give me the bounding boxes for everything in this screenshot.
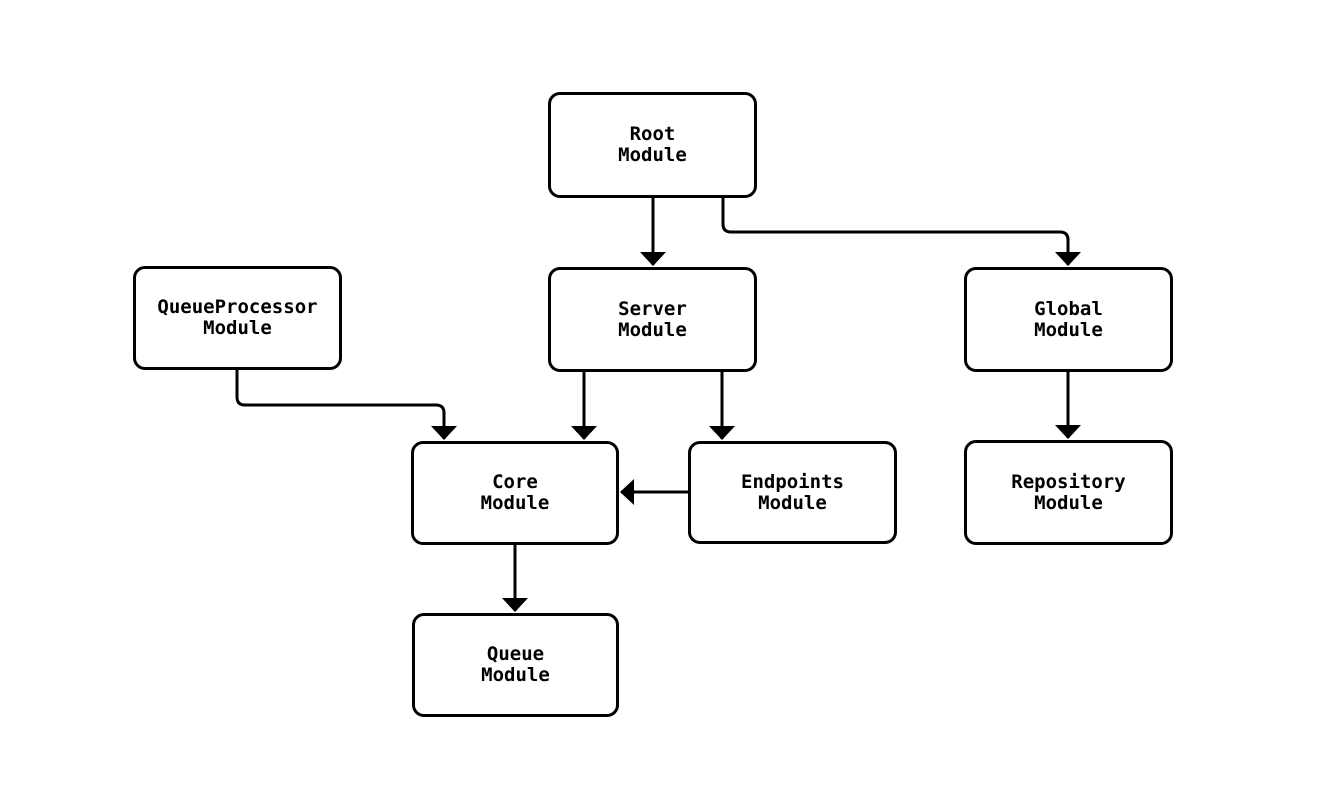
node-label: Module (481, 664, 550, 686)
node-label: Server (618, 297, 687, 320)
node-label: Module (480, 492, 550, 514)
node-root-module: Root Module (548, 92, 757, 198)
node-label: Root (629, 123, 676, 145)
node-label: Module (618, 318, 687, 341)
node-queueprocessor-module: QueueProcessor Module (133, 266, 342, 370)
node-label: Repository (1011, 470, 1126, 493)
node-label: QueueProcessor (157, 296, 318, 318)
node-server-module: Server Module (548, 267, 757, 372)
node-label: Module (203, 317, 272, 339)
node-repository-module: Repository Module (964, 440, 1173, 545)
node-endpoints-module: Endpoints Module (688, 441, 897, 544)
node-label: Module (1034, 491, 1103, 514)
node-label: Module (758, 491, 827, 514)
node-label: Queue (486, 643, 545, 665)
node-label: Module (1034, 318, 1103, 341)
node-queue-module: Queue Module (412, 613, 619, 717)
node-label: Module (618, 144, 687, 166)
node-label: Endpoints (741, 470, 844, 493)
edge-queueprocessor-to-core (235, 370, 457, 440)
node-core-module: Core Module (411, 441, 619, 545)
edge-root-to-global (721, 198, 1081, 266)
node-label: Global (1034, 297, 1103, 320)
node-global-module: Global Module (964, 267, 1173, 372)
node-label: Core (492, 471, 538, 493)
